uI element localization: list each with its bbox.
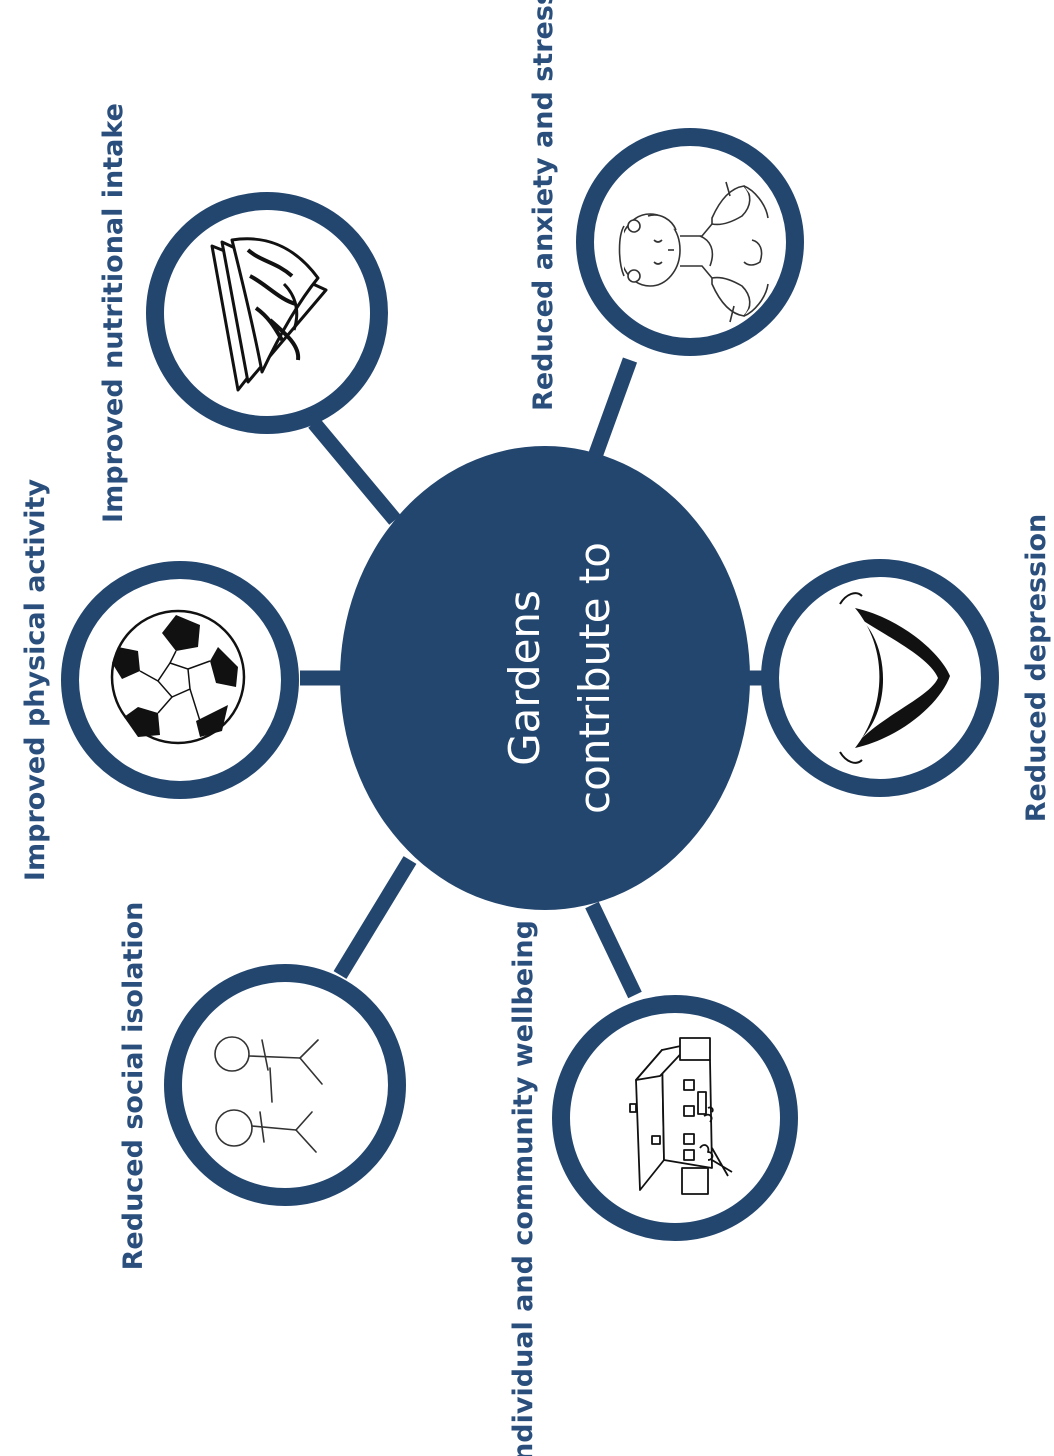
label-community: Individual and community wellbeing [508,920,539,1456]
connector-community [585,901,642,999]
label-social: Reduced social isolation [118,902,149,1271]
label-depression: Reduced depression [1021,514,1052,822]
connector-nutrition [308,418,401,525]
center-line-2: contribute to [570,542,619,814]
meditating-child-icon [618,181,769,323]
node-labels: Improved physical activity Improved nutr… [20,0,1052,1456]
connector-anxiety [585,357,638,465]
label-nutrition: Improved nutritional intake [98,103,129,523]
center-line-1: Gardens [500,590,549,766]
smile-icon [839,592,950,764]
two-people-icon [214,1036,323,1153]
center-text-group: Gardens contribute to [500,542,619,814]
house-icon [629,1037,733,1195]
sandwich-icon [210,237,328,392]
node-circle-anxiety [576,128,804,356]
node-circle-social [164,964,406,1206]
label-anxiety: Reduced anxiety and stress [528,0,559,411]
label-physical: Improved physical activity [20,479,51,882]
connector-social [333,856,417,979]
soccer-ball-icon [110,609,246,745]
connectors [300,357,770,999]
center-hub [340,446,750,910]
